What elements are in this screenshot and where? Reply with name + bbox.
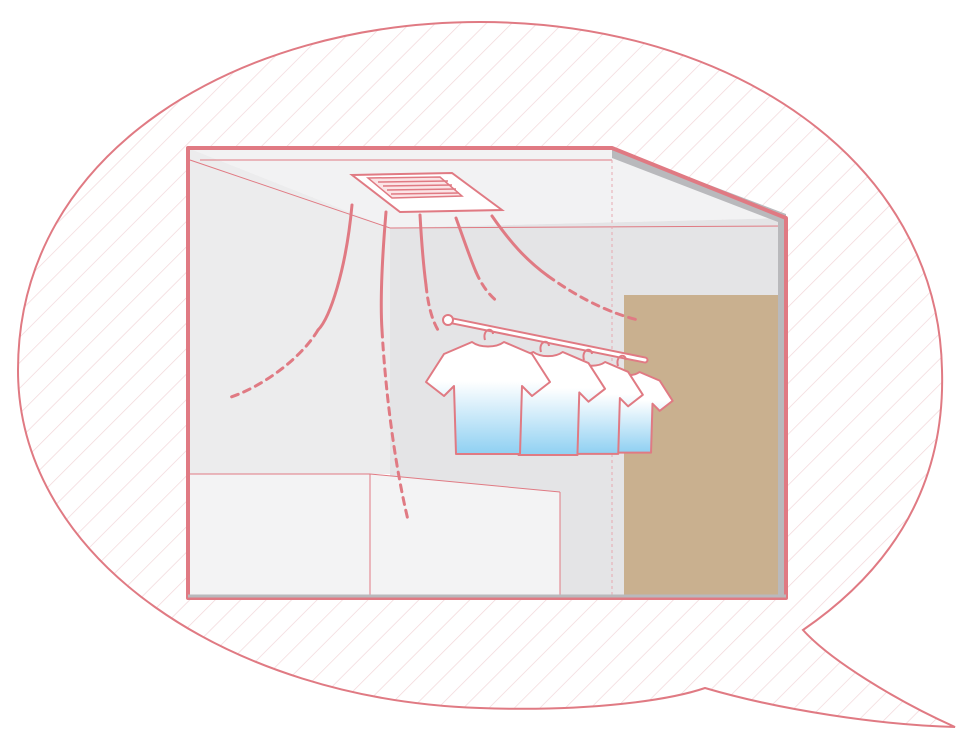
floor-block: [188, 474, 560, 596]
